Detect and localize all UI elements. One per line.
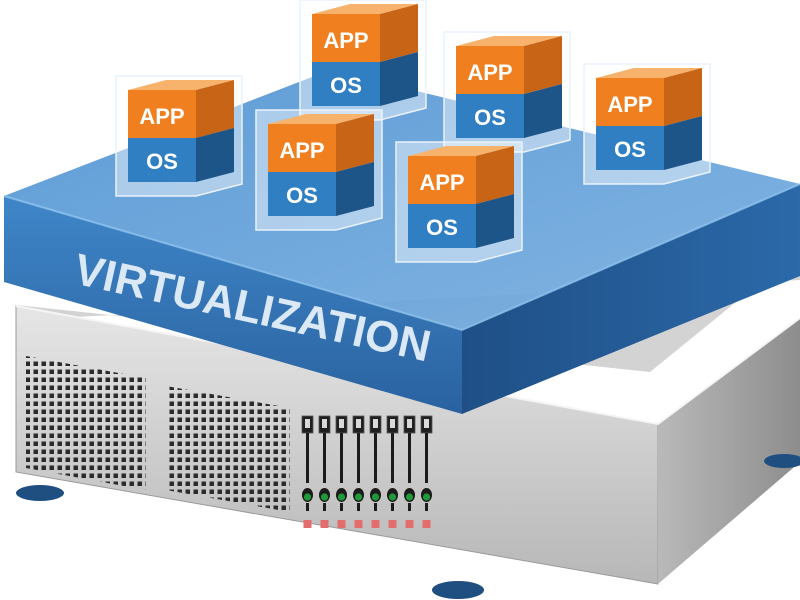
drive-status-led-red <box>422 520 431 528</box>
drive-bay <box>369 415 382 528</box>
drive-status-led-red <box>337 520 346 528</box>
os-block <box>596 126 664 170</box>
drive-bay <box>301 415 314 528</box>
vm-box: APP OS <box>583 63 711 185</box>
vm-box: APP OS <box>443 31 571 153</box>
app-block <box>128 90 196 138</box>
os-label: OS <box>330 73 362 98</box>
os-block <box>456 94 524 138</box>
drive-status-led-green <box>337 493 346 501</box>
app-label: APP <box>607 92 652 117</box>
server-foot <box>764 454 800 468</box>
drive-status-led-red <box>303 520 312 528</box>
os-label: OS <box>474 105 506 130</box>
drive-bay <box>352 415 365 528</box>
os-label: OS <box>146 149 178 174</box>
drive-bay <box>318 415 331 528</box>
drive-status-led-green <box>422 493 431 501</box>
vm-box: APP OS <box>115 75 243 197</box>
layer-right-face <box>462 184 800 414</box>
app-block <box>268 124 336 172</box>
drive-status-led-red <box>388 520 397 528</box>
server-foot <box>432 581 484 599</box>
drive-status-led-red <box>320 520 329 528</box>
vm-box-group: APP OS APP OS APP OS APP OS APP OS APP OS <box>115 0 711 263</box>
os-block <box>408 204 476 248</box>
app-block <box>456 46 524 94</box>
app-block <box>408 156 476 204</box>
app-label: APP <box>139 104 184 129</box>
os-label: OS <box>614 137 646 162</box>
drive-status-led-red <box>371 520 380 528</box>
vm-box: APP OS <box>299 0 427 121</box>
os-block <box>312 62 380 106</box>
drive-status-led-green <box>320 493 329 501</box>
vm-box: APP OS <box>395 141 523 263</box>
drive-status-led-green <box>388 493 397 501</box>
drive-status-led-green <box>354 493 363 501</box>
vent-grille-left <box>26 356 146 490</box>
app-block <box>596 78 664 126</box>
app-label: APP <box>419 170 464 195</box>
drive-bay-group <box>301 415 433 528</box>
drive-status-led-green <box>405 493 414 501</box>
vent-grille-center <box>166 386 290 512</box>
drive-bay <box>403 415 416 528</box>
app-label: APP <box>323 28 368 53</box>
vm-box: APP OS <box>255 109 383 231</box>
os-block <box>268 172 336 216</box>
layer-front-face <box>4 196 462 414</box>
app-block <box>312 14 380 62</box>
drive-status-led-green <box>303 493 312 501</box>
app-label: APP <box>279 138 324 163</box>
os-label: OS <box>286 183 318 208</box>
server-foot <box>16 485 64 501</box>
drive-status-led-red <box>405 520 414 528</box>
os-label: OS <box>426 215 458 240</box>
app-label: APP <box>467 60 512 85</box>
drive-bay <box>420 415 433 528</box>
os-block <box>128 138 196 182</box>
drive-status-led-red <box>354 520 363 528</box>
drive-bay <box>386 415 399 528</box>
drive-status-led-green <box>371 493 380 501</box>
drive-bay <box>335 415 348 528</box>
